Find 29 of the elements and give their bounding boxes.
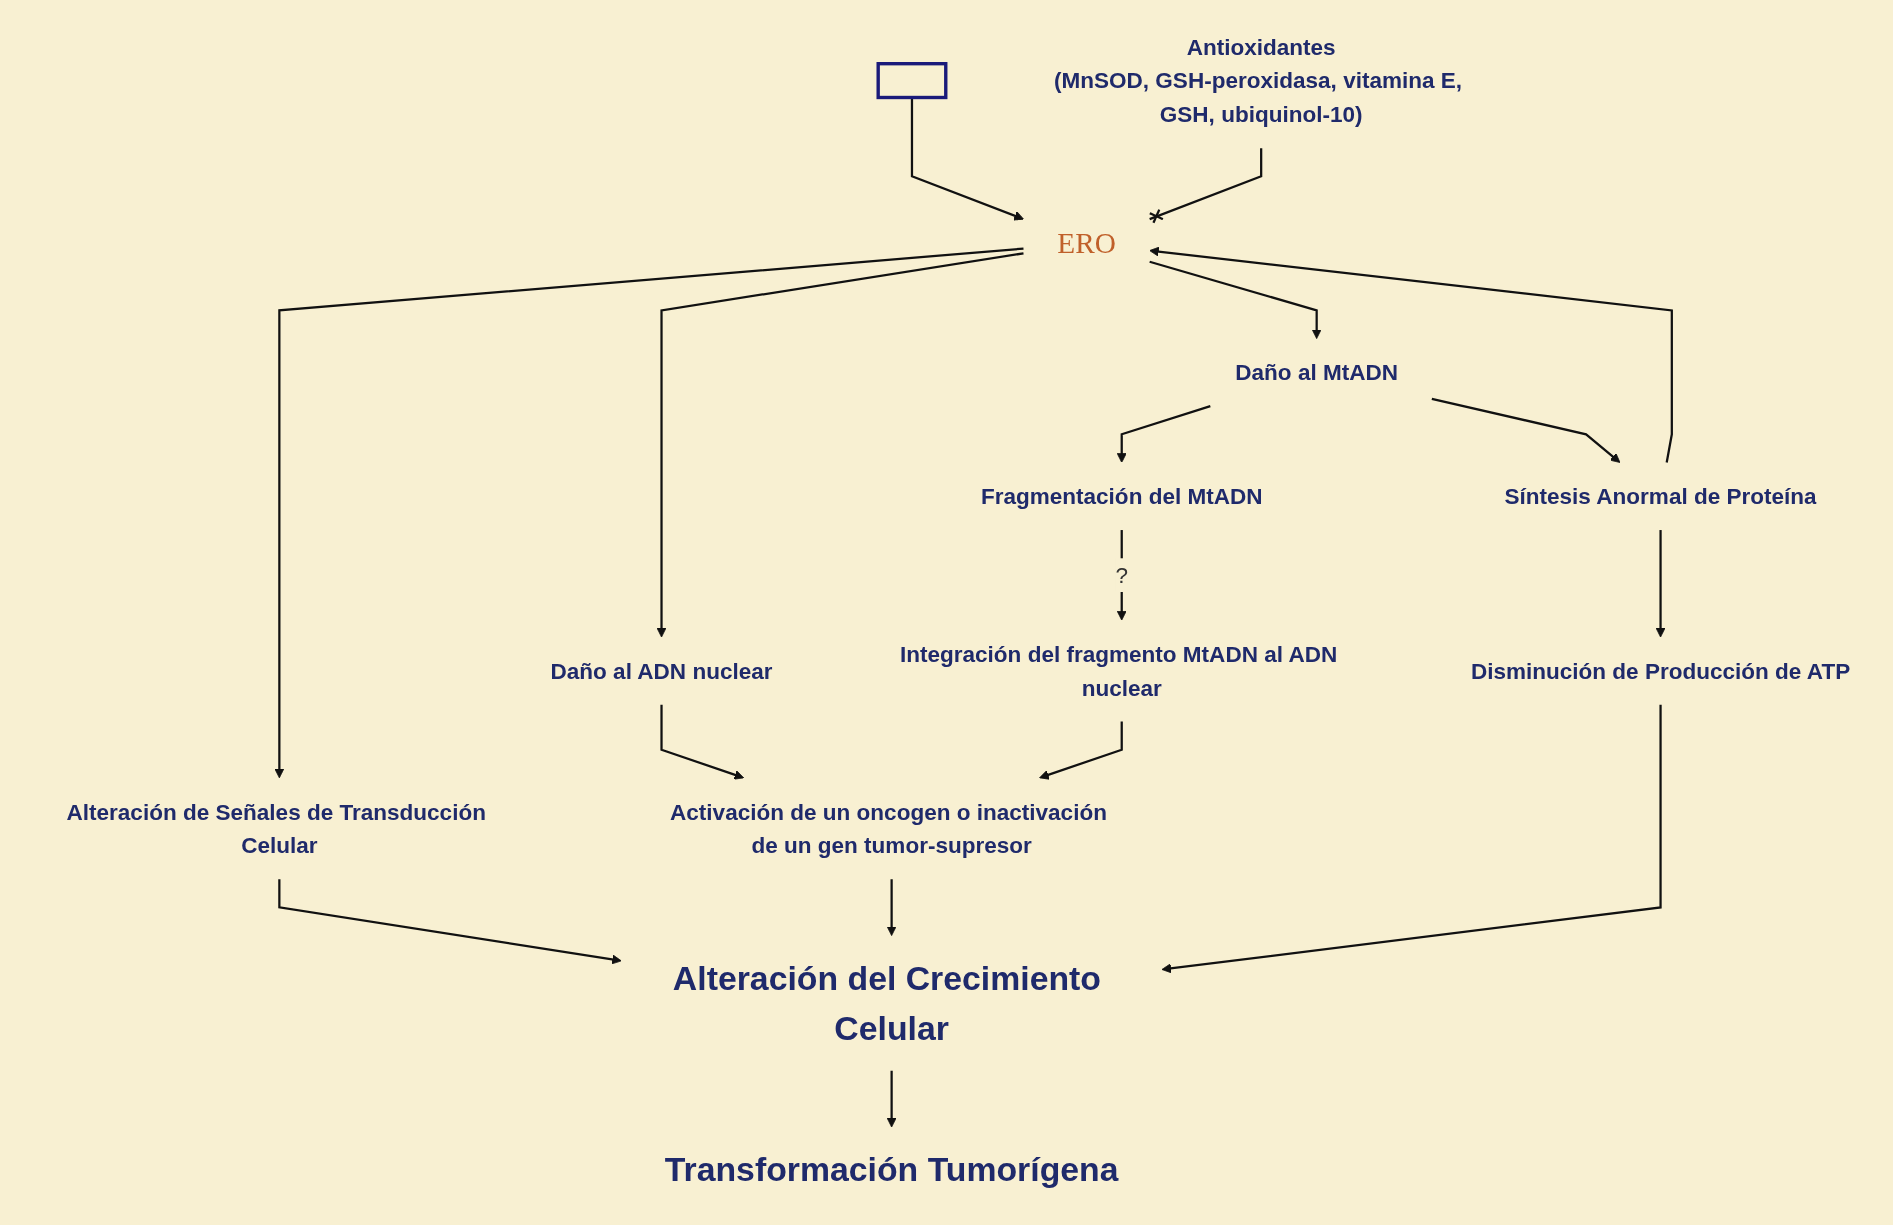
- node-text: Daño al MtADN: [1235, 360, 1399, 385]
- node-text: Antioxidantes (MnSOD, GSH-peroxidasa, vitamina E, GSH, ubiquinol-10): [1053, 34, 1463, 127]
- arrow: [660, 704, 745, 780]
- node-text: Alteración del Crecimiento Celular: [672, 959, 1102, 1048]
- node-text: Disminución de Producción de ATP: [1470, 658, 1851, 684]
- node-text: ERO: [1057, 227, 1116, 260]
- node-text: Daño al ADN nuclear: [550, 658, 773, 684]
- arrow: [1149, 260, 1322, 340]
- arrow: [274, 247, 1024, 779]
- arrow: [1431, 397, 1621, 464]
- edge-label: ?: [1115, 562, 1128, 588]
- arrow: [1039, 721, 1123, 780]
- arrow: [1655, 530, 1666, 638]
- node-box: [876, 62, 948, 100]
- arrow: [886, 879, 897, 937]
- connector: [1148, 148, 1263, 225]
- arrow: [910, 97, 1024, 221]
- node-text: Alteración de Señales de Transducción Celular: [66, 799, 486, 859]
- node-text: Integración del fragmento MtADN al ADN nuclear: [899, 641, 1338, 701]
- arrow: [1149, 246, 1673, 463]
- arrow: [886, 1070, 897, 1128]
- node-text: Fragmentación del MtADN: [980, 484, 1263, 509]
- node-text: Activación de un oncogen o inactivación de un gen tumor-supresor: [670, 799, 1107, 859]
- node-text: Transformación Tumorígena: [664, 1150, 1119, 1189]
- arrow: [1116, 405, 1211, 464]
- arrow: [278, 879, 622, 965]
- node-text: Síntesis Anormal de Proteína: [1504, 484, 1817, 509]
- arrow: [1161, 704, 1662, 974]
- arrow: [656, 252, 1024, 638]
